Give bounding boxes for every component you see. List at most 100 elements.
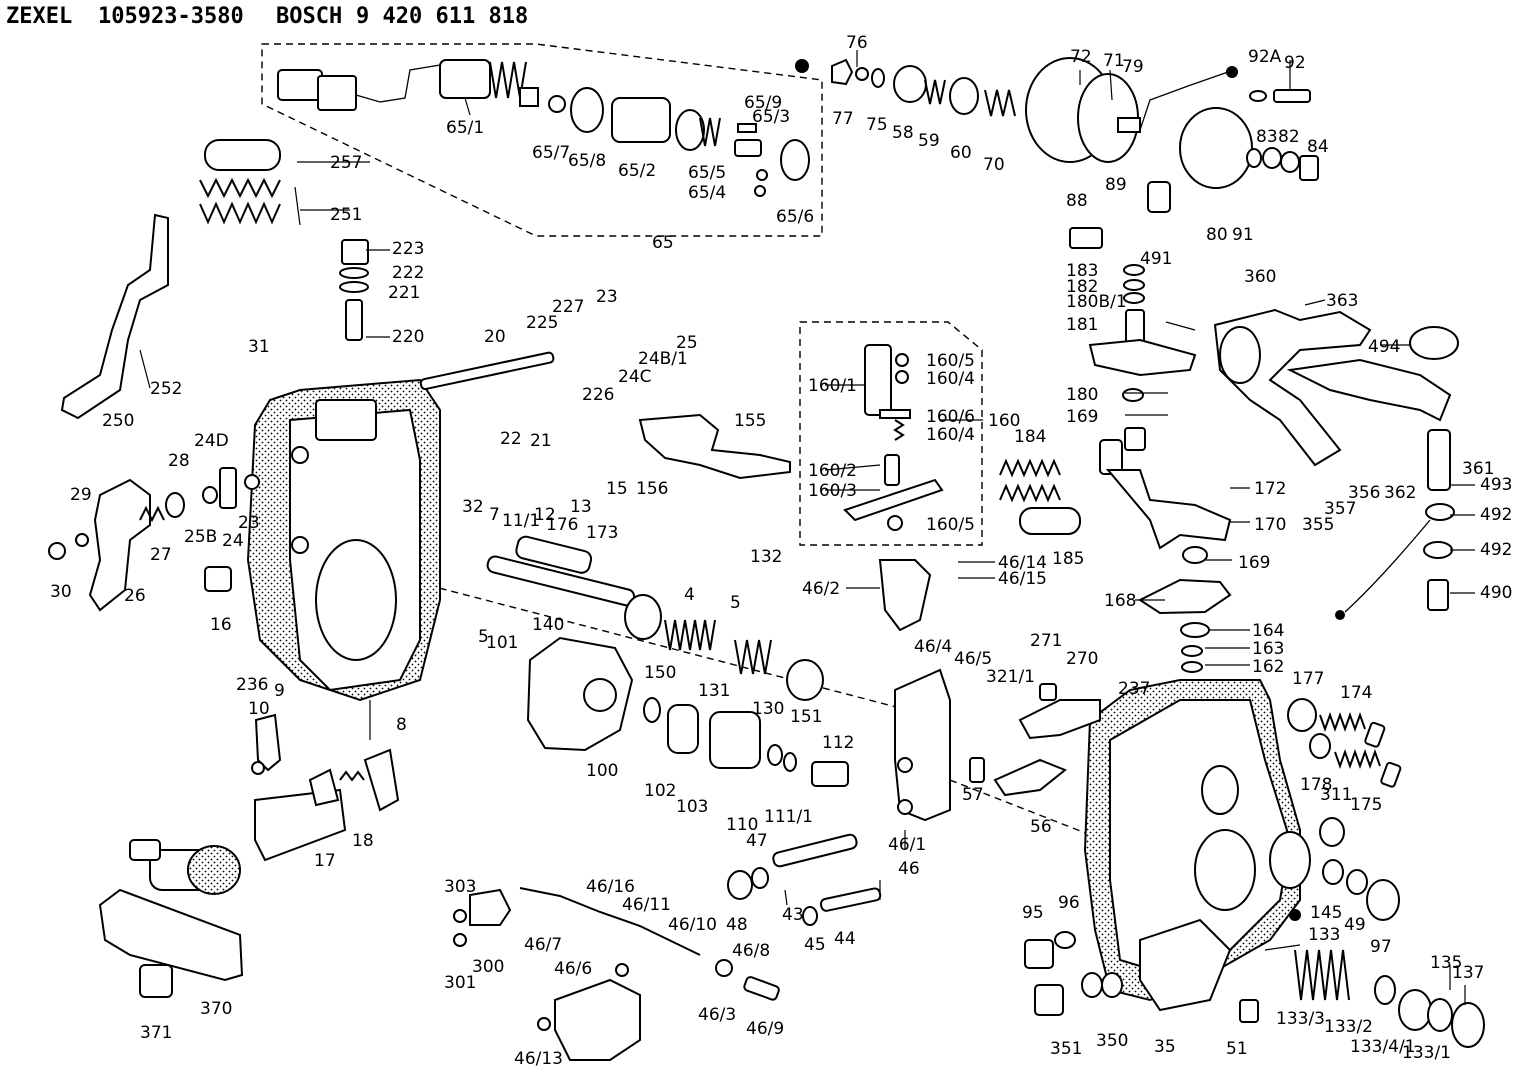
callout-83: 83 (1256, 127, 1278, 147)
callout-301: 301 (444, 973, 476, 993)
callout-35: 35 (1154, 1037, 1176, 1057)
callout-183: 183 (1066, 261, 1098, 281)
small-parts-left (251, 713, 400, 862)
group-65-outline (261, 43, 823, 237)
callout-91: 91 (1232, 225, 1254, 245)
callout-65-7: 65/7 (532, 143, 570, 163)
callout-43: 43 (782, 905, 804, 925)
callout-350: 350 (1096, 1031, 1128, 1051)
callout-160-1: 160/1 (808, 376, 857, 396)
bolts-174-175 (1287, 698, 1402, 788)
callout-351: 351 (1050, 1039, 1082, 1059)
callout-184: 184 (1014, 427, 1046, 447)
callout-160-6: 160/6 (926, 407, 975, 427)
callout-65-5: 65/5 (688, 163, 726, 183)
callout-46-7: 46/7 (524, 935, 562, 955)
callout-25: 25 (676, 333, 698, 353)
callout-164: 164 (1252, 621, 1284, 641)
callout-77: 77 (832, 109, 854, 129)
callout-44: 44 (834, 929, 856, 949)
header-maker-zexel: ZEXEL (6, 4, 73, 29)
callout-252: 252 (150, 379, 182, 399)
callout-28: 28 (168, 451, 190, 471)
callout-30: 30 (50, 582, 72, 602)
callout-46-1: 46/1 (888, 835, 926, 855)
callout-89: 89 (1105, 175, 1127, 195)
callout-65-4: 65/4 (688, 183, 726, 203)
callout-160-2: 160/2 (808, 461, 857, 481)
group-160-outline (799, 321, 983, 546)
callout-65-6: 65/6 (776, 207, 814, 227)
callout-140: 140 (532, 615, 564, 635)
callout-156: 156 (636, 479, 668, 499)
callout-180: 180 (1066, 385, 1098, 405)
callout-178: 178 (1300, 775, 1332, 795)
callout-13: 13 (570, 497, 592, 517)
callout-9: 9 (274, 681, 285, 701)
callout-80: 80 (1206, 225, 1228, 245)
callout-222: 222 (392, 263, 424, 283)
callout-300: 300 (472, 957, 504, 977)
callout-5a: 5 (730, 593, 741, 613)
callout-12: 12 (534, 505, 556, 525)
callout-24b-1: 24B/1 (638, 349, 688, 369)
callout-257: 257 (330, 153, 362, 173)
callout-160-5b: 160/5 (926, 515, 975, 535)
callout-96: 96 (1058, 893, 1080, 913)
callout-133-1: 133/1 (1402, 1043, 1451, 1063)
callout-48: 48 (726, 915, 748, 935)
lever-assembly-160 (843, 344, 944, 531)
callout-491: 491 (1140, 249, 1172, 269)
callout-133-2: 133/2 (1324, 1017, 1373, 1037)
callout-70: 70 (983, 155, 1005, 175)
callout-65-8: 65/8 (568, 151, 606, 171)
callout-46-16: 46/16 (586, 877, 635, 897)
callout-169b: 169 (1238, 553, 1270, 573)
callout-237: 237 (1118, 679, 1150, 699)
callout-150: 150 (644, 663, 676, 683)
callout-75: 75 (866, 115, 888, 135)
callout-177: 177 (1292, 669, 1324, 689)
callout-95: 95 (1022, 903, 1044, 923)
callout-8: 8 (396, 715, 407, 735)
lever-assembly-46 (727, 559, 951, 926)
bracket-assembly-355 (1213, 308, 1459, 620)
callout-223: 223 (392, 239, 424, 259)
callout-160-4b: 160/4 (926, 425, 975, 445)
callout-46-6: 46/6 (554, 959, 592, 979)
callout-45: 45 (804, 935, 826, 955)
callout-82: 82 (1278, 127, 1300, 147)
callout-58: 58 (892, 123, 914, 143)
callout-46-10: 46/10 (668, 915, 717, 935)
callout-131: 131 (698, 681, 730, 701)
callout-49: 49 (1344, 915, 1366, 935)
callout-46-4: 46/4 (914, 637, 952, 657)
head-bolts-lower (1024, 931, 1259, 1023)
callout-7: 7 (489, 505, 500, 525)
callout-370: 370 (200, 999, 232, 1019)
callout-47: 47 (746, 831, 768, 851)
callout-79: 79 (1122, 57, 1144, 77)
callout-71: 71 (1103, 51, 1125, 71)
callout-92a: 92A (1248, 47, 1282, 67)
callout-490: 490 (1480, 583, 1512, 603)
callout-363: 363 (1326, 291, 1358, 311)
callout-65: 65 (652, 233, 674, 253)
callout-4: 4 (684, 585, 695, 605)
callout-174: 174 (1340, 683, 1372, 703)
callout-56: 56 (1030, 817, 1052, 837)
callout-103: 103 (676, 797, 708, 817)
bracket-370 (98, 839, 244, 998)
callout-160-4a: 160/4 (926, 369, 975, 389)
callout-72: 72 (1070, 47, 1092, 67)
callout-46-5: 46/5 (954, 649, 992, 669)
stop-lever-assembly-26 (48, 467, 260, 612)
callout-22: 22 (500, 429, 522, 449)
callout-17: 17 (314, 851, 336, 871)
callout-46: 46 (898, 859, 920, 879)
callout-100: 100 (586, 761, 618, 781)
springs-184-185 (999, 458, 1081, 535)
leader-lines (139, 50, 1475, 1005)
head-side-parts (1294, 817, 1485, 1048)
callout-15: 15 (606, 479, 628, 499)
